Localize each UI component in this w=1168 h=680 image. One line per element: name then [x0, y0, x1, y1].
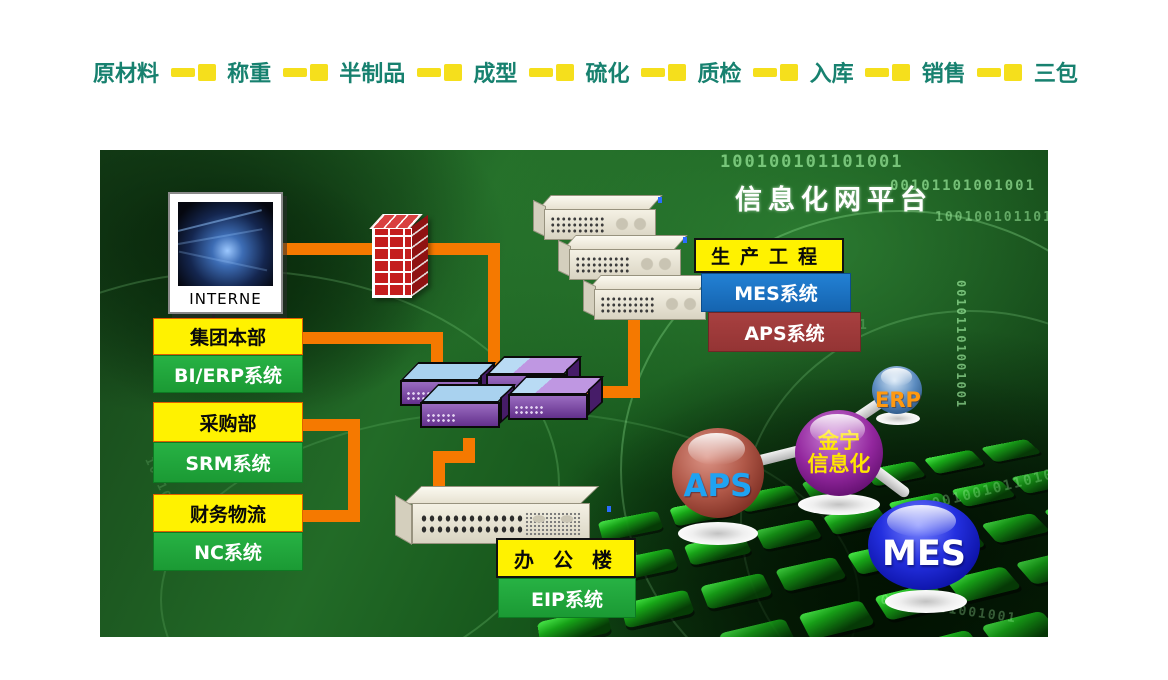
flow-step: 入库	[809, 62, 854, 87]
flow-arrow-icon	[528, 63, 574, 81]
aps-sphere: APS	[672, 428, 764, 518]
internet-globe-icon	[178, 202, 273, 286]
binary-texture: 100100101101001	[935, 210, 1048, 225]
flow-arrow-icon	[282, 63, 328, 81]
firewall-icon	[369, 210, 438, 298]
group-hq-box: 集团本部	[153, 318, 303, 355]
srm-system-box: SRM系统	[153, 442, 303, 483]
internet-label: INTERNE	[189, 290, 262, 308]
jinning-informatization-sphere: 金宁 信息化	[795, 410, 883, 496]
flow-step: 半制品	[339, 62, 406, 87]
flow-arrow-icon	[865, 63, 911, 81]
aps-sphere-label: APS	[683, 468, 753, 504]
process-flow: 原材料 称重 半制品 成型 硫化 质检 入库 销售 三包	[93, 54, 1078, 90]
server-icon	[583, 275, 715, 321]
bi-erp-system-box: BI/ERP系统	[153, 355, 303, 393]
sphere-shadow	[885, 590, 967, 613]
information-platform-panel: 100100101101001 00101101001001 100100101…	[100, 150, 1048, 637]
flow-step: 三包	[1033, 62, 1078, 87]
flow-step: 称重	[227, 62, 272, 87]
office-building-box: 办 公 楼	[496, 538, 636, 578]
mes-sphere-label: MES	[882, 534, 966, 574]
binary-texture: 00101101001001	[890, 178, 1037, 194]
flow-step: 成型	[473, 62, 518, 87]
flow-step: 原材料	[93, 62, 160, 87]
binary-texture: 00101101001001	[954, 280, 968, 410]
connector-finance-h	[303, 510, 360, 522]
connector-left-v	[348, 419, 360, 522]
connector-purchase-h	[303, 419, 360, 431]
flow-step: 质检	[697, 62, 742, 87]
network-switch-icon	[419, 384, 517, 434]
aps-system-box: APS系统	[708, 312, 861, 352]
connector-servers-v	[628, 310, 640, 398]
flow-arrow-icon	[753, 63, 799, 81]
mes-system-box: MES系统	[701, 273, 851, 312]
hub-label-line1: 金宁	[818, 429, 860, 453]
server-icon	[558, 235, 690, 281]
production-engineering-box: 生产工程	[694, 238, 844, 273]
erp-sphere	[872, 366, 922, 414]
flow-step: 销售	[921, 62, 966, 87]
platform-title: 信息化网平台	[735, 185, 933, 216]
network-switch-icon	[507, 376, 605, 426]
flow-arrow-icon	[170, 63, 216, 81]
purchasing-dept-box: 采购部	[153, 402, 303, 442]
flow-step: 硫化	[585, 62, 630, 87]
flow-arrow-icon	[641, 63, 686, 81]
erp-sphere-label: ERP	[875, 388, 921, 412]
office-rack-server-icon	[395, 486, 615, 548]
flow-arrow-icon	[416, 63, 462, 81]
eip-system-box: EIP系统	[498, 578, 636, 618]
mes-sphere: MES	[868, 500, 980, 590]
connector-switch-down-v2	[433, 451, 445, 494]
card-connector-stub	[212, 308, 215, 320]
nc-system-box: NC系统	[153, 532, 303, 571]
sphere-shadow	[798, 494, 880, 515]
flow-arrow-icon	[977, 63, 1023, 81]
binary-texture: 100100101101001	[720, 152, 904, 172]
sphere-shadow	[678, 522, 758, 545]
sphere-shadow	[876, 412, 920, 425]
server-icon	[533, 195, 665, 241]
hub-label-line2: 信息化	[807, 452, 871, 476]
finance-logistics-box: 财务物流	[153, 494, 303, 532]
internet-card: INTERNE	[168, 192, 283, 314]
connector-hq-h	[303, 332, 443, 344]
connector-internet-v	[488, 243, 500, 370]
